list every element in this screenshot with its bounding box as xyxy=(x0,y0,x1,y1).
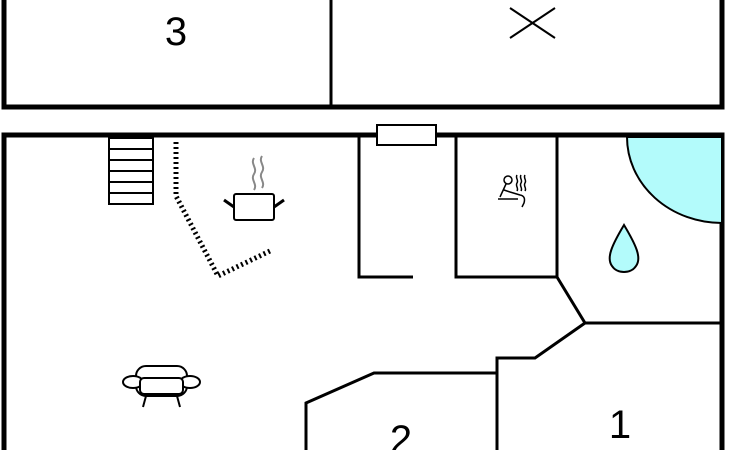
bath-wall xyxy=(555,276,722,325)
lower-outer-wall xyxy=(1,132,725,450)
window-icon xyxy=(376,124,437,146)
sauna-icon xyxy=(498,174,527,208)
water-drop-icon xyxy=(608,223,640,273)
staircase-icon xyxy=(108,137,154,205)
kitchen-pot-icon xyxy=(223,155,285,221)
upper-outer-wall xyxy=(1,0,725,110)
closet-wall xyxy=(357,137,413,279)
room-label-3: 3 xyxy=(164,10,188,54)
room2-wall xyxy=(304,371,497,450)
sauna-wall xyxy=(454,137,559,279)
room-label-2: 2 xyxy=(389,418,413,450)
sofa-icon xyxy=(122,365,201,408)
dotted-boundary xyxy=(173,142,274,280)
pool-icon xyxy=(625,136,723,225)
room1-wall xyxy=(495,321,586,450)
cross-icon xyxy=(509,7,556,39)
room-label-1: 1 xyxy=(608,403,632,447)
